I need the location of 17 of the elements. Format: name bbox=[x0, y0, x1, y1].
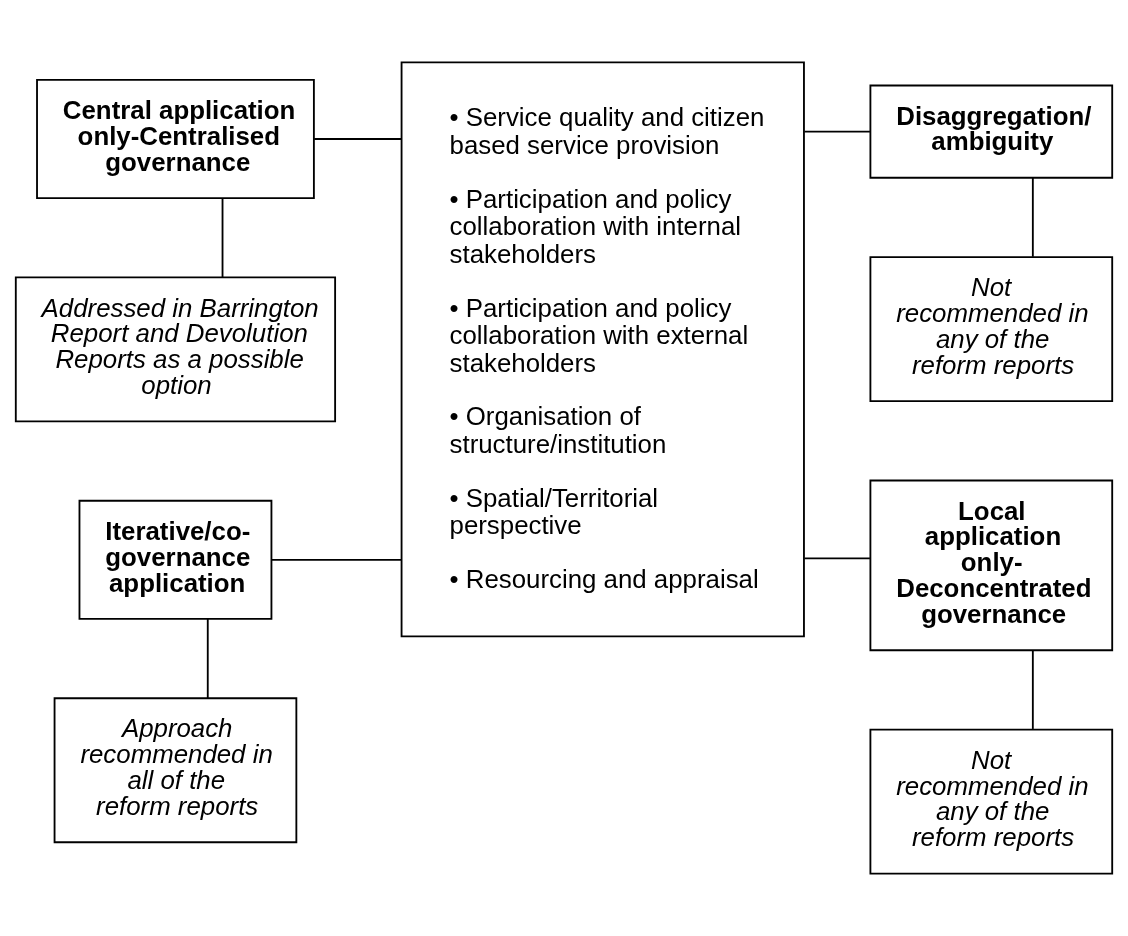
connector bbox=[1031, 177, 1034, 258]
node-box: Disaggregation/ ambiguity bbox=[869, 84, 1114, 179]
connector bbox=[206, 618, 209, 699]
node-box: • Service quality and citizen based service provision • Participation and policy collaboration with internal stakeholders • Participation and policy collaboration with external stakeholders • Organisation of structure/institution • Spatial/Territorial perspective • Resourcing and appraisal bbox=[400, 61, 805, 638]
connector bbox=[313, 138, 403, 140]
connector bbox=[1031, 649, 1034, 730]
connector bbox=[803, 557, 871, 560]
node-box: Central application only-Centralised governance bbox=[36, 79, 315, 199]
node-box: Iterative/co-governance application bbox=[78, 499, 273, 620]
node-box: Not recommended in any of the reform reports bbox=[869, 256, 1114, 402]
node-box: Not recommended in any of the reform reports bbox=[869, 728, 1114, 875]
connector bbox=[221, 197, 224, 279]
node-box: Approach recommended in all of the reform reports bbox=[53, 697, 298, 844]
connector bbox=[270, 558, 402, 561]
connector bbox=[803, 130, 871, 133]
node-box: Addressed in Barrington Report and Devolution Reports as a possible option bbox=[14, 276, 337, 423]
node-box: Local application only-Deconcentrated governance bbox=[869, 479, 1114, 652]
